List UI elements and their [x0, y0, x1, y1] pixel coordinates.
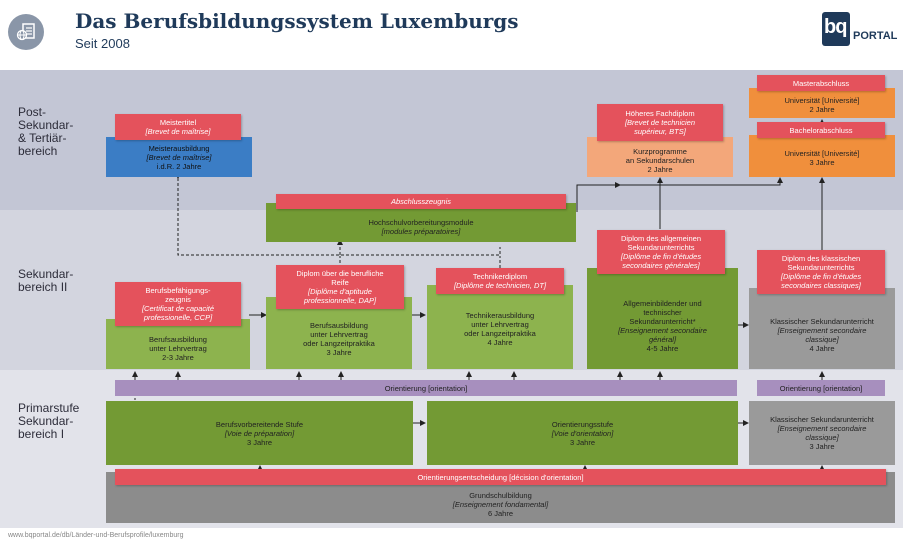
technikerausbildung-box: Technikerausbildung unter Lehrvertrag od…: [427, 285, 573, 369]
logo-mark-letters: bq: [824, 16, 847, 38]
level-label-secondary-2: Sekundar- bereich II: [18, 267, 74, 294]
orientierungsstufe-box: Orientierungsstufe [Voie d'orientation] …: [427, 401, 738, 465]
berufsausbildung-ccp-box: Berufsausbildung unter Lehrvertrag 2-3 J…: [106, 319, 250, 369]
klassischer-sek1-box: Klassischer Sekundarunterricht [Enseigne…: [749, 401, 895, 465]
meisterausbildung-box: Meisterausbildung [Brevet de maîtrise] i…: [106, 137, 252, 177]
berufsausbildung-dap-box: Berufsausbildung unter Lehrvertrag oder …: [266, 297, 412, 369]
level-label-post-secondary: Post- Sekundar- & Tertiär- bereich: [18, 105, 74, 158]
logo-text: PORTAL: [853, 30, 898, 42]
allgemeinbildender-box: Allgemeinbildender und technischer Sekun…: [587, 268, 738, 369]
meistertitel-box: Meistertitel [Brevet de maîtrise]: [115, 114, 241, 140]
universitaet-bachelor-box: Universität [Université] 3 Jahre: [749, 135, 895, 177]
orientierung-left-bar: Orientierung [orientation]: [115, 380, 737, 396]
berufsvorbereitende-box: Berufsvorbereitende Stufe [Voie de prépa…: [106, 401, 413, 465]
header-icon: [8, 14, 44, 50]
berufsbefaehigungszeugnis-box: Berufsbefähigungs- zeugnis [Certificat d…: [115, 282, 241, 326]
dap-diplom-box: Diplom über die berufliche Reife [Diplôm…: [276, 265, 404, 309]
page-subtitle: Seit 2008: [75, 36, 130, 51]
kurzprogramme-box: Kurzprogramme an Sekundarschulen 2 Jahre: [587, 137, 733, 177]
page-title: Das Berufsbildungssystem Luxemburgs: [75, 9, 519, 33]
hochschulvorbereitung-box: Hochschulvorbereitungsmodule [modules pr…: [266, 203, 576, 242]
orientierung-right-bar: Orientierung [orientation]: [757, 380, 885, 396]
universitaet-master-box: Universität [Université] 2 Jahre: [749, 88, 895, 118]
diplom-allgemein-box: Diplom des allgemeinen Sekundarunterrich…: [597, 230, 725, 274]
document-globe-icon: [16, 23, 35, 41]
technikerdiplom-box: Technikerdiplom [Diplôme de technicien, …: [436, 268, 564, 294]
logo-mark: [822, 12, 850, 46]
bq-portal-logo: bq PORTAL: [822, 12, 903, 48]
level-label-primary: Primarstufe Sekundar- bereich I: [18, 401, 80, 441]
diplom-klassisch-box: Diplom des klassischen Sekundarunterrich…: [757, 250, 885, 294]
bachelorabschluss-box: Bachelorabschluss: [757, 122, 885, 138]
abschlusszeugnis-box: Abschlusszeugnis: [276, 194, 566, 209]
orientierungsentscheidung-bar: Orientierungsentscheidung [décision d'or…: [115, 469, 886, 485]
hoeheres-fachdiplom-box: Höheres Fachdiplom [Brevet de technicien…: [597, 104, 723, 141]
masterabschluss-box: Masterabschluss: [757, 75, 885, 91]
klassischer-sek2-box: Klassischer Sekundarunterricht [Enseigne…: [749, 288, 895, 369]
source-url[interactable]: www.bqportal.de/db/Länder-und-Berufsprof…: [8, 532, 184, 539]
